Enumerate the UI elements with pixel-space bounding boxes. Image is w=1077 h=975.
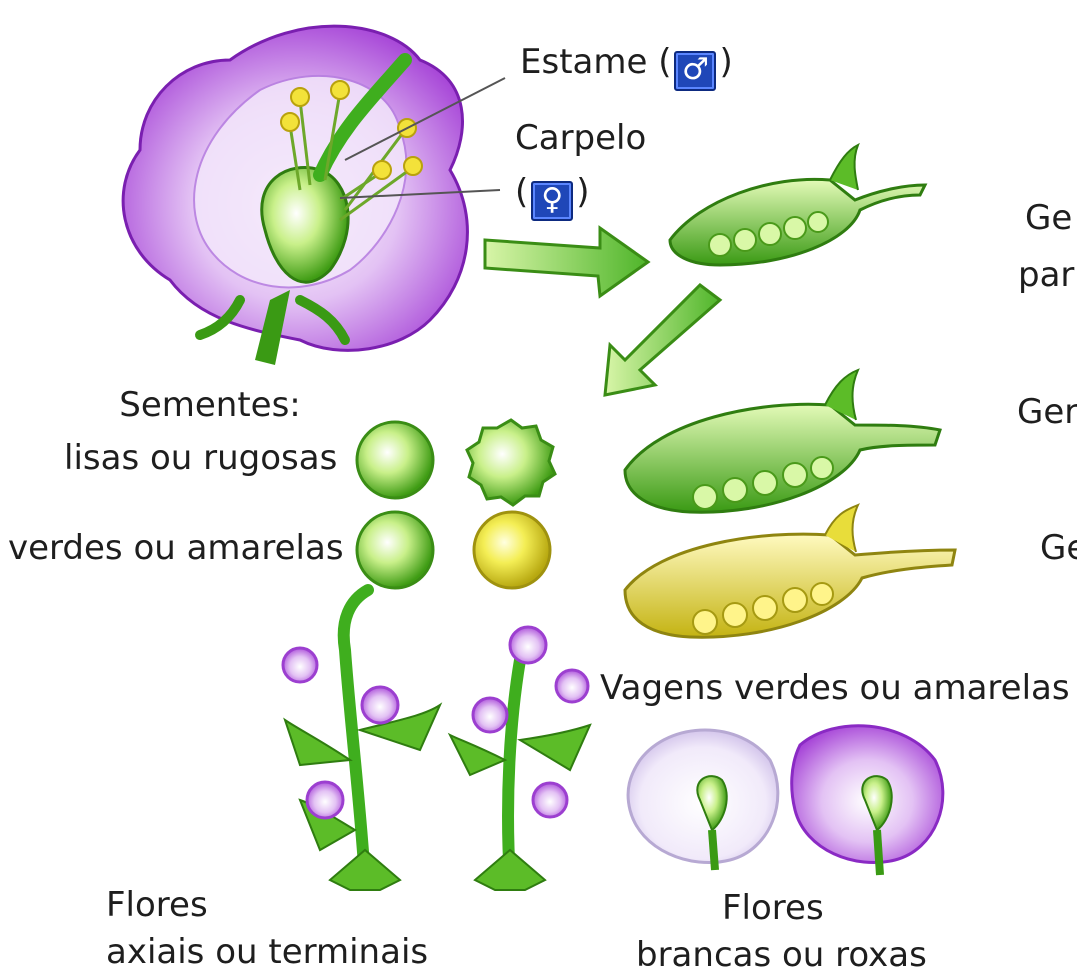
carpel-text: Carpelo	[515, 118, 646, 158]
flowers-color-line1: Flores	[722, 888, 824, 928]
generation-f1-label: Ger	[1017, 392, 1077, 432]
plant-axial-flowers	[283, 590, 440, 890]
generation-parental-line1: Ge	[1025, 198, 1072, 238]
carpel-label: Carpelo	[515, 118, 646, 158]
pea-pod-top	[670, 145, 925, 265]
seeds-title: Sementes:	[90, 385, 330, 425]
female-symbol-icon: ♀	[531, 181, 573, 221]
arrow-down-left	[605, 285, 720, 395]
flowers-position-line2: axiais ou terminais	[106, 932, 428, 972]
generation-parental-line2: par	[1018, 255, 1074, 295]
seed-wrinkled-green	[467, 420, 555, 505]
flower-white	[628, 730, 778, 870]
flowers-position-line1: Flores	[106, 885, 208, 925]
pea-pod-green	[625, 370, 940, 512]
plant-terminal-flowers	[450, 627, 590, 890]
stamen-label: Estame (♂)	[520, 42, 733, 91]
seed-smooth-green	[357, 422, 433, 498]
seed-green	[357, 512, 433, 588]
pods-label: Vagens verdes ou amarelas	[600, 668, 1070, 708]
carpel-symbol-line: (♀)	[515, 172, 590, 221]
stamen-text: Estame (	[520, 42, 671, 82]
carpel-open: (	[515, 172, 528, 212]
flowers-color-line2: brancas ou roxas	[636, 935, 927, 975]
stamen-close: )	[719, 42, 732, 82]
carpel-close: )	[576, 172, 589, 212]
pea-flower-illustration	[123, 26, 505, 365]
generation-f2-label: Ge	[1040, 528, 1077, 568]
pea-pod-yellow	[625, 505, 955, 637]
seeds-color-label: verdes ou amarelas	[8, 528, 344, 568]
seeds-shape-label: lisas ou rugosas	[64, 438, 337, 478]
flower-purple	[792, 726, 943, 875]
arrow-right	[485, 228, 648, 296]
seed-yellow	[474, 512, 550, 588]
male-symbol-icon: ♂	[674, 51, 716, 91]
